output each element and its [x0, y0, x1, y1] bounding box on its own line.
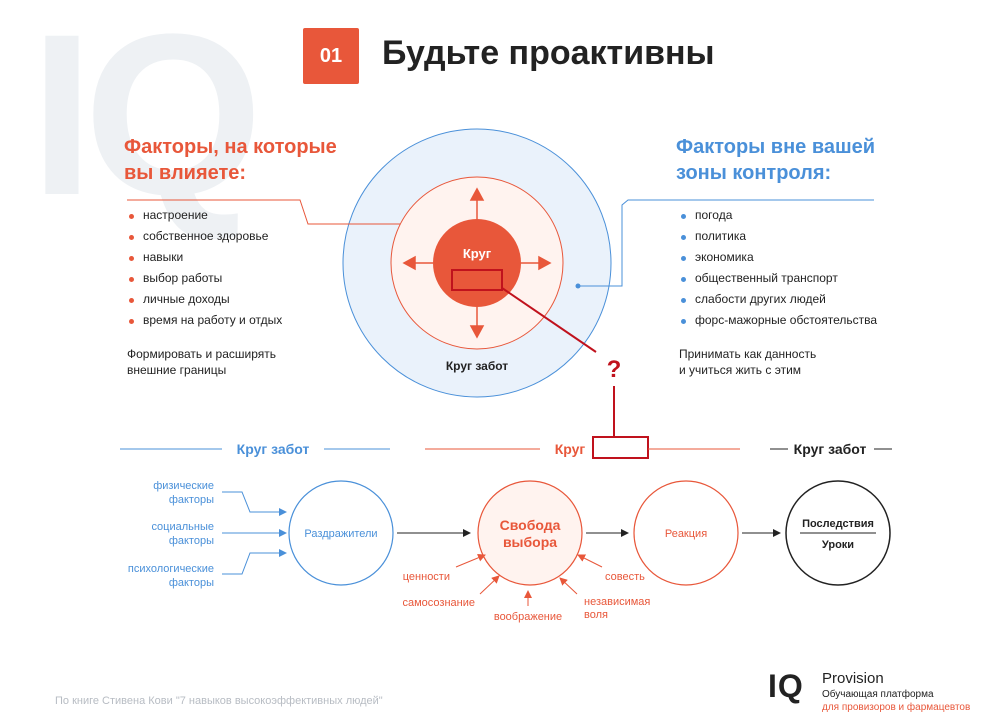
left-heading: Факторы, на которые вы влияете: [124, 134, 337, 186]
brand-iq-mark: IQ [768, 668, 804, 704]
brand-subtitle-accent: для провизоров и фармацевтов [822, 702, 971, 713]
arrow-conscience [577, 554, 603, 568]
freedom-label-line2: выбора [503, 534, 557, 550]
freedom-label-line1: Свобода [500, 517, 561, 533]
right-connector-dot [575, 283, 581, 289]
list-item: собственное здоровье [127, 226, 282, 247]
blank-highlight-box-top [451, 269, 503, 291]
input-arrow-psych [222, 549, 287, 575]
list-item: форс-мажорные обстоятельства [679, 310, 877, 331]
outside-control-factors-list: погода политика экономика общественный т… [679, 205, 877, 331]
right-heading: Факторы вне вашей зоны контроля: [676, 134, 875, 186]
right-note: Принимать как данность и учиться жить с … [679, 346, 869, 378]
section-label-mid: Круг [555, 441, 586, 457]
influence-self-awareness: самосознание [403, 597, 476, 609]
input-social-line1: социальные [151, 521, 214, 533]
freedom-circle [477, 480, 583, 586]
input-psych-line1: психологические [128, 563, 214, 575]
brand-name: Provision [822, 670, 884, 687]
right-connector-line [578, 199, 874, 287]
input-physical-line2: факторы [169, 494, 214, 506]
list-item: настроение [127, 205, 282, 226]
right-heading-line2: зоны контроля: [676, 162, 832, 184]
brand-subtitle: Обучающая платформа [822, 689, 934, 700]
input-arrow-physical [222, 491, 287, 516]
reaction-label: Реакция [665, 528, 707, 540]
left-connector-line [127, 199, 400, 225]
arrow-self-awareness [479, 575, 500, 595]
consequences-label: Последствия [802, 518, 874, 530]
left-note: Формировать и расширять внешние границы [127, 346, 317, 378]
section-label-right: Круг забот [794, 441, 867, 457]
core-circle [433, 219, 521, 307]
list-item: экономика [679, 247, 877, 268]
blank-highlight-box-bottom [592, 436, 649, 459]
stimuli-circle [288, 480, 394, 586]
core-circle-label: Круг [463, 246, 492, 261]
influence-independent-will-line1: независимая [584, 596, 650, 608]
left-heading-line2: вы влияете: [124, 162, 247, 184]
influence-independent-will-line2: воля [584, 609, 608, 621]
right-note-line1: Принимать как данность [679, 347, 817, 361]
list-item: время на работу и отдых [127, 310, 282, 331]
question-mark: ? [607, 356, 622, 383]
right-heading-line1: Факторы вне вашей [676, 136, 876, 158]
expansion-arrows [402, 187, 552, 339]
list-item: навыки [127, 247, 282, 268]
step-badge: 01 [303, 28, 359, 84]
list-item: личные доходы [127, 289, 282, 310]
source-footnote: По книге Стивена Кови "7 навыков высокоэ… [55, 695, 383, 707]
input-physical-line1: физические [153, 480, 214, 492]
input-psych-line2: факторы [169, 577, 214, 589]
list-item: общественный транспорт [679, 268, 877, 289]
influence-imagination: воображение [494, 611, 562, 623]
list-item: политика [679, 226, 877, 247]
arrow-independent-will [559, 577, 578, 595]
page-title: Будьте проактивны [382, 34, 715, 72]
influence-values: ценности [403, 571, 450, 583]
stimuli-label: Раздражители [304, 528, 377, 540]
reaction-circle [633, 480, 739, 586]
section-label-left: Круг забот [237, 441, 310, 457]
outer-circle-label: Круг забот [446, 359, 508, 373]
left-heading-line1: Факторы, на которые [124, 136, 337, 158]
right-note-line2: и учиться жить с этим [679, 363, 802, 377]
arrow-values [455, 553, 486, 568]
left-note-line2: внешние границы [127, 363, 227, 377]
list-item: выбор работы [127, 268, 282, 289]
lessons-label: Уроки [822, 539, 854, 551]
question-link-line [501, 287, 597, 353]
input-social-line2: факторы [169, 535, 214, 547]
list-item: погода [679, 205, 877, 226]
influence-factors-list: настроение собственное здоровье навыки в… [127, 205, 282, 331]
list-item: слабости других людей [679, 289, 877, 310]
influence-conscience: совесть [605, 571, 645, 583]
left-note-line1: Формировать и расширять [127, 347, 277, 361]
iq-watermark: IQ [30, 0, 263, 243]
